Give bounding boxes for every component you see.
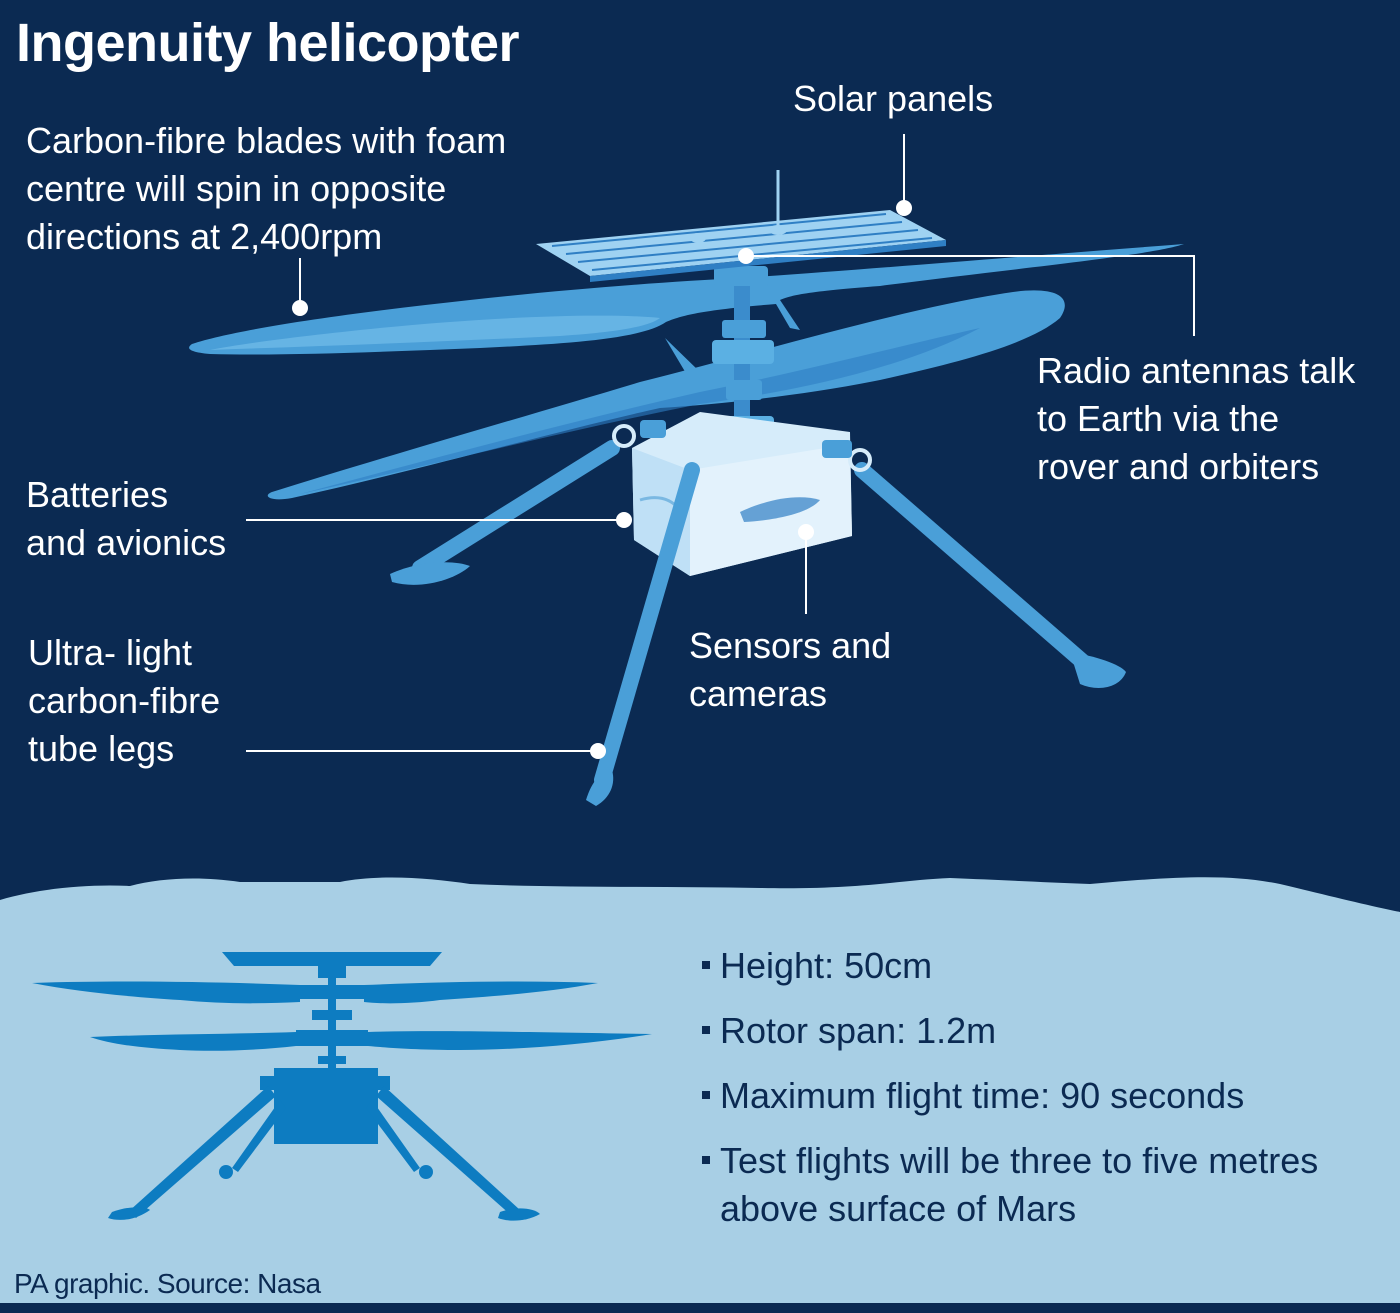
batteries-label: Batteries and avionics [26, 474, 227, 563]
fact-rotor-span: Rotor span: 1.2m [700, 1007, 1318, 1055]
leader-lines [246, 134, 1195, 752]
leader-dots [292, 200, 912, 759]
legs-label: Ultra- light carbon-fibre tube legs [28, 632, 221, 769]
solar-panel [536, 170, 946, 282]
page-title: Ingenuity helicopter [16, 13, 520, 73]
lower-rotor-blade [267, 290, 1065, 500]
sensors-label: Sensors and cameras [689, 625, 892, 714]
fact-flight-time: Maximum flight time: 90 seconds [700, 1072, 1318, 1120]
bottom-strip [0, 1303, 1400, 1313]
fact-test-flights: Test flights will be three to five metre… [700, 1137, 1318, 1233]
leg-front-left [586, 462, 700, 806]
helicopter-silhouette [32, 952, 652, 1221]
leg-back-right [854, 462, 1126, 688]
leg-mount-points [612, 420, 872, 472]
leg-back-left [390, 440, 620, 585]
source-credit: PA graphic. Source: Nasa [14, 1268, 321, 1299]
facts-list: Height: 50cm Rotor span: 1.2m Maximum fl… [700, 942, 1318, 1250]
blades-label: Carbon-fibre blades with foam centre wil… [26, 120, 507, 257]
fact-height: Height: 50cm [700, 942, 1318, 990]
solar-panels-label: Solar panels [793, 78, 994, 119]
radio-antennas-label: Radio antennas talk to Earth via the rov… [1037, 350, 1356, 487]
